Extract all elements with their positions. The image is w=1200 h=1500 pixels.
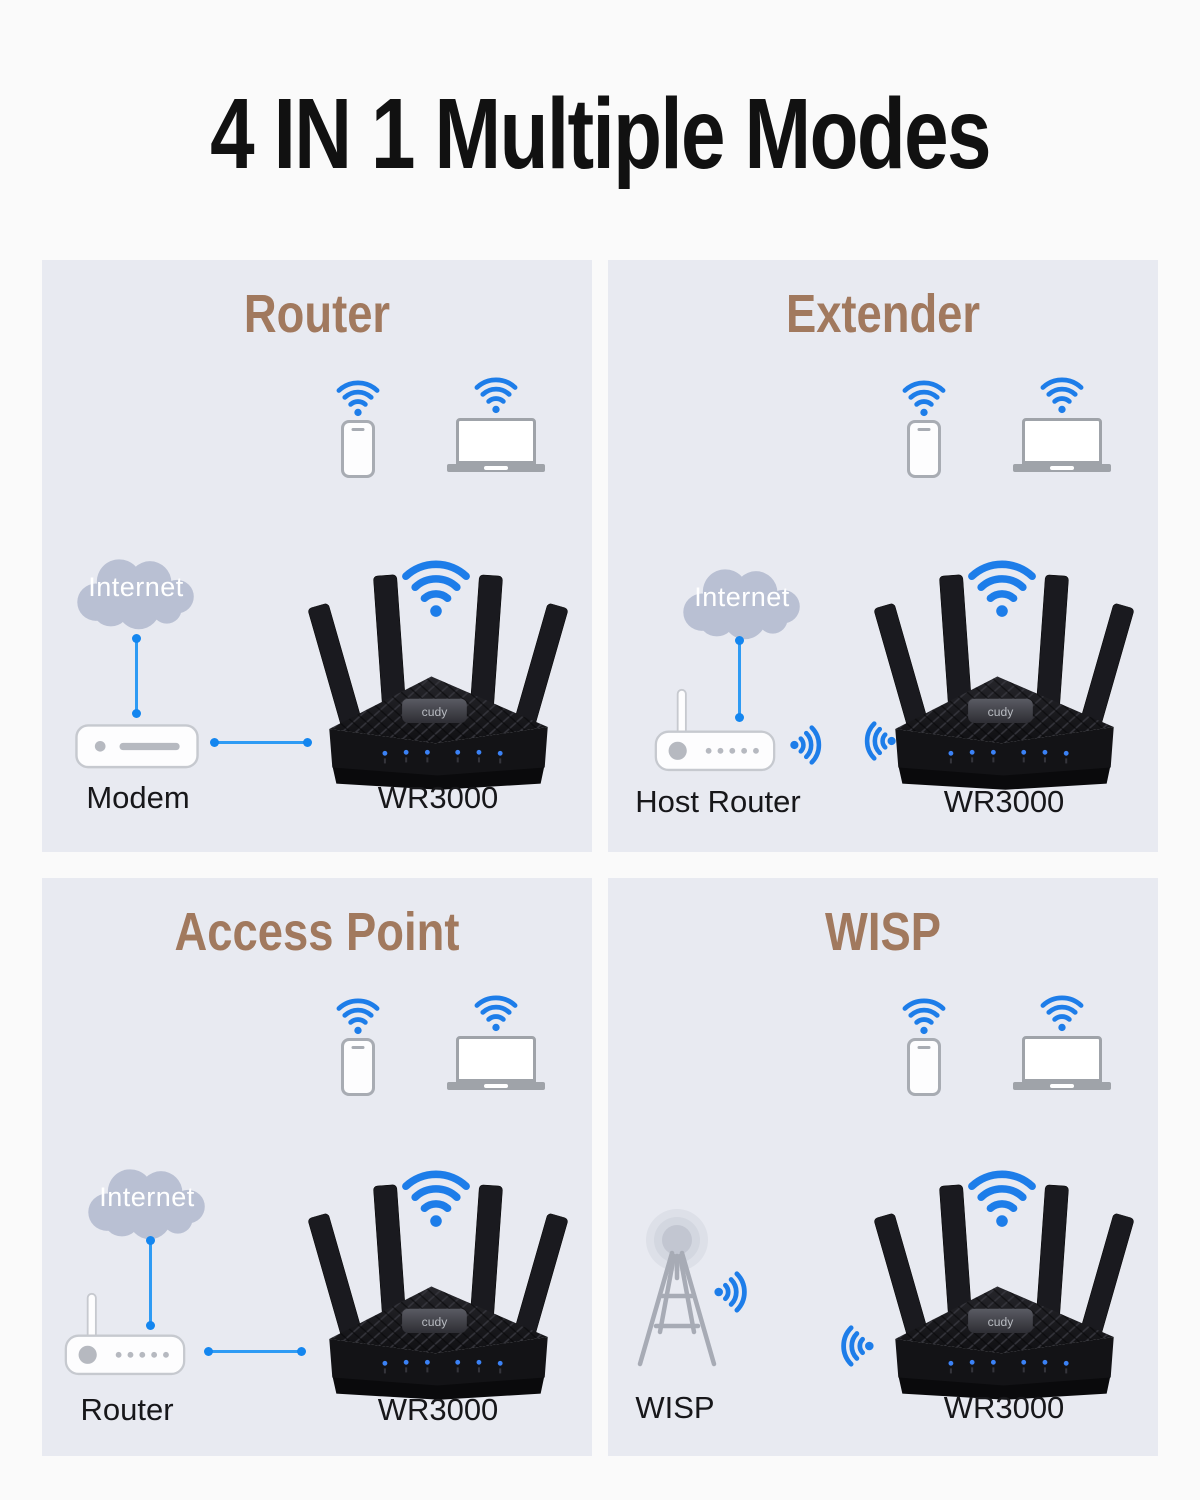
device-label-wr3000: WR3000	[943, 784, 1065, 819]
device-label-wr3000: WR3000	[377, 1392, 499, 1427]
signal-right-icon	[712, 1270, 756, 1314]
modem-icon	[75, 724, 199, 769]
laptop-base	[447, 464, 545, 472]
wifi-icon	[902, 998, 946, 1035]
connector-line-vertical	[132, 634, 141, 718]
router-device-icon	[64, 1292, 186, 1376]
cloud-label: Internet	[694, 582, 790, 612]
panel-router-mode: Router Internet Modem WR3000	[42, 260, 592, 852]
laptop-base	[447, 1082, 545, 1090]
device-label-router: Router	[80, 1392, 174, 1427]
laptop-screen	[456, 418, 536, 464]
wifi-icon-large	[401, 560, 471, 618]
laptop-screen	[1022, 418, 1102, 464]
cloud-label: Internet	[99, 1182, 195, 1212]
panel-title-router: Router	[243, 284, 391, 344]
wifi-icon-large	[967, 560, 1037, 618]
modes-grid: Router Internet Modem WR3000 Extender	[42, 260, 1158, 1456]
internet-cloud-icon: Internet	[75, 1160, 219, 1242]
wifi-icon	[902, 380, 946, 417]
panel-title-extender: Extender	[785, 284, 981, 344]
wifi-icon-large	[401, 1170, 471, 1228]
laptop-icon	[1013, 418, 1111, 472]
panel-extender-mode: Extender Internet Host Router WR3000	[608, 260, 1158, 852]
internet-cloud-icon: Internet	[64, 550, 208, 632]
wifi-icon-large	[967, 1170, 1037, 1228]
panel-title-wisp: WISP	[825, 902, 941, 962]
phone-icon	[907, 1038, 941, 1096]
wisp-tower-icon	[632, 1208, 722, 1370]
connector-line-horizontal	[210, 738, 312, 747]
panel-wisp-mode: WISP WISP WR3000	[608, 878, 1158, 1456]
laptop-icon	[1013, 1036, 1111, 1090]
panel-access-point-mode: Access Point Internet Router WR3000	[42, 878, 592, 1456]
connector-line-vertical	[146, 1236, 155, 1330]
laptop-base	[1013, 464, 1111, 472]
wifi-icon	[1040, 377, 1084, 414]
panel-title-access-point: Access Point	[174, 902, 460, 962]
laptop-screen	[456, 1036, 536, 1082]
page-title: 4 IN 1 Multiple Modes	[210, 78, 991, 190]
wifi-icon	[336, 380, 380, 417]
signal-right-icon	[788, 724, 830, 766]
wifi-icon	[1040, 995, 1084, 1032]
phone-icon	[907, 420, 941, 478]
device-label-wr3000: WR3000	[943, 1390, 1065, 1425]
laptop-icon	[447, 1036, 545, 1090]
device-label-wr3000: WR3000	[377, 780, 499, 815]
laptop-base	[1013, 1082, 1111, 1090]
device-label-modem: Modem	[86, 780, 190, 815]
phone-icon	[341, 420, 375, 478]
wifi-icon	[474, 377, 518, 414]
wifi-icon	[474, 995, 518, 1032]
internet-cloud-icon: Internet	[670, 560, 814, 642]
host-router-icon	[654, 688, 776, 772]
cloud-label: Internet	[88, 572, 184, 602]
device-label-host-router: Host Router	[635, 784, 801, 819]
connector-line-vertical	[735, 636, 744, 722]
device-label-wisp: WISP	[635, 1390, 715, 1425]
laptop-screen	[1022, 1036, 1102, 1082]
wifi-icon	[336, 998, 380, 1035]
phone-icon	[341, 1038, 375, 1096]
connector-line-horizontal	[204, 1347, 306, 1356]
laptop-icon	[447, 418, 545, 472]
